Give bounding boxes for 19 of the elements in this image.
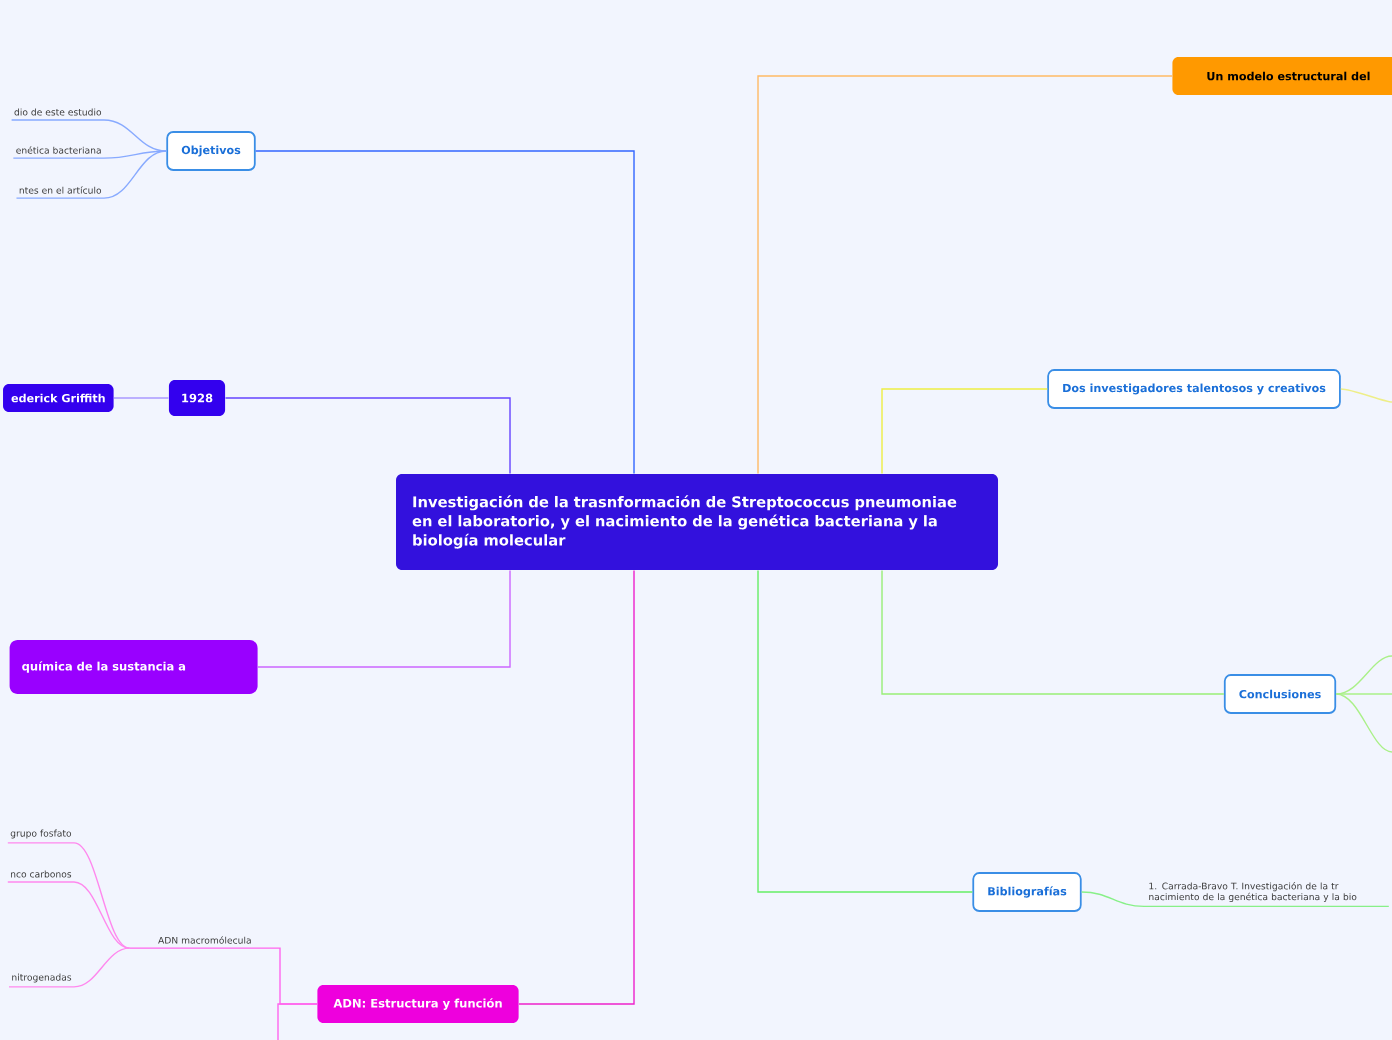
connector-line — [1335, 693, 1392, 695]
connector-line — [757, 75, 1173, 475]
connector-line — [757, 569, 974, 893]
connector-line — [1335, 693, 1392, 753]
connector-line — [881, 569, 1225, 695]
connector-line — [518, 569, 635, 1005]
connector-line — [12, 150, 167, 159]
connector-line — [224, 397, 511, 475]
connector-line — [113, 397, 170, 399]
connector-line — [7, 881, 131, 949]
connector-line — [7, 842, 131, 949]
connector-line — [277, 1003, 318, 1040]
connector-line — [255, 150, 635, 475]
connector-line — [15, 150, 167, 199]
connector-line — [8, 947, 131, 988]
connector-line — [257, 569, 511, 668]
connector-line — [881, 388, 1048, 475]
connector-line — [1080, 891, 1390, 908]
connector-line — [1340, 388, 1392, 403]
